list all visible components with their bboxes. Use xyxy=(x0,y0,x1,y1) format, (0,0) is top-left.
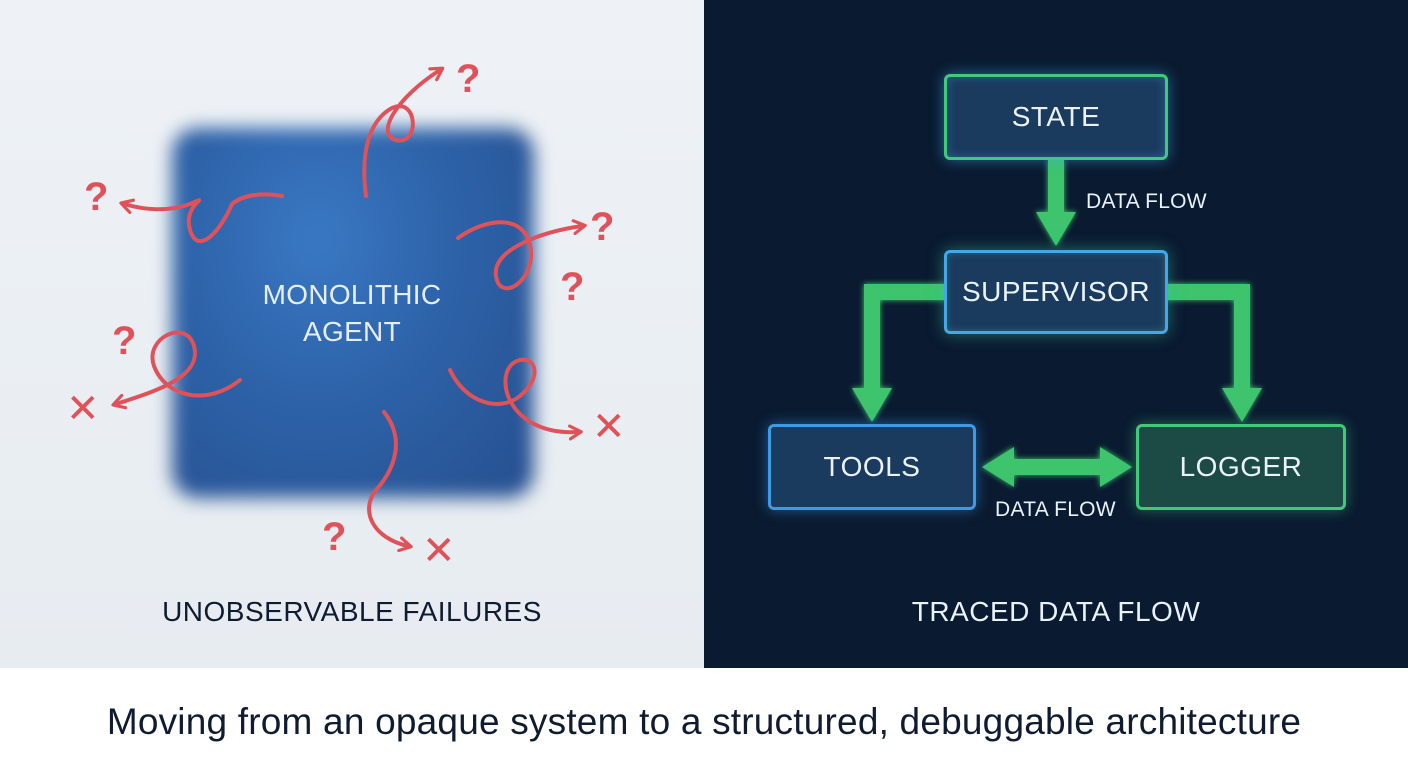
supervisor-node: SUPERVISOR xyxy=(944,250,1168,334)
question-mark-icon: ? xyxy=(322,515,346,559)
arrow-supervisor-to-tools xyxy=(852,284,946,422)
failure-arrow-bottom xyxy=(367,410,413,553)
failure-arrow-top xyxy=(362,66,445,198)
agent-label-line1: MONOLITHIC xyxy=(262,279,442,310)
question-mark-icon: ? xyxy=(112,319,136,363)
arrow-state-to-supervisor xyxy=(1036,160,1076,246)
right-caption: TRACED DATA FLOW xyxy=(911,596,1201,627)
data-flow-label-top: DATA FLOW xyxy=(1086,190,1207,213)
arrow-tools-logger-bidirectional xyxy=(982,447,1132,487)
data-flow-label-bottom: DATA FLOW xyxy=(995,498,1116,521)
question-mark-icon: ? xyxy=(84,175,108,219)
monolithic-agent-block xyxy=(172,128,534,498)
question-mark-icon: ? xyxy=(560,265,584,309)
failure-arrow-upper-left xyxy=(119,192,284,244)
question-mark-icon: ? xyxy=(590,205,614,249)
failure-arrow-lower-left xyxy=(111,330,242,410)
failure-arrow-lower-right xyxy=(448,357,583,441)
cross-icon: ✕ xyxy=(592,404,626,450)
failure-scribbles: ? ? ? ? ? ? ✕ ✕ ✕ xyxy=(66,57,626,574)
footer-caption: Moving from an opaque system to a struct… xyxy=(106,701,1302,742)
monolithic-agent-label: MONOLITHIC AGENT xyxy=(190,276,514,350)
state-node: STATE xyxy=(944,74,1168,160)
agent-label-line2: AGENT xyxy=(303,316,401,347)
tools-node: TOOLS xyxy=(768,424,976,510)
arrow-supervisor-to-logger xyxy=(1166,284,1262,422)
cross-icon: ✕ xyxy=(66,386,100,432)
footer-band xyxy=(0,668,1408,768)
left-caption: UNOBSERVABLE FAILURES xyxy=(162,596,542,627)
question-mark-icon: ? xyxy=(456,57,480,101)
data-flow-arrows xyxy=(852,160,1262,487)
cross-icon: ✕ xyxy=(422,528,456,574)
failure-arrow-upper-right xyxy=(456,219,587,291)
logger-node: LOGGER xyxy=(1136,424,1346,510)
